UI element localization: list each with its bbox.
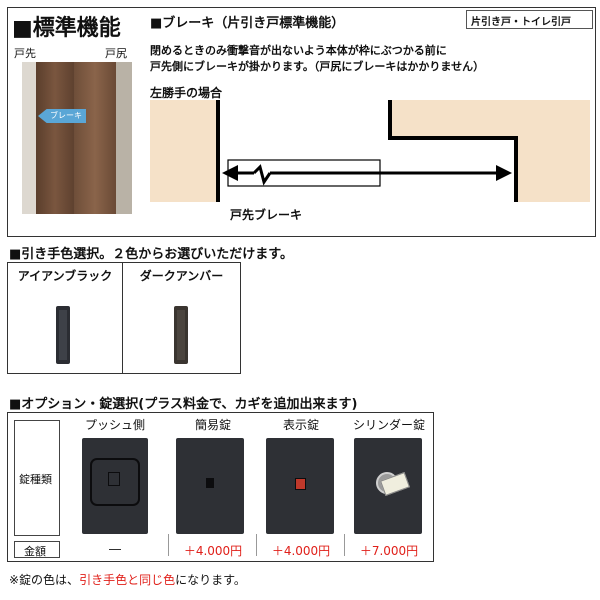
lock-option-push-side[interactable]: プッシュ側 ― xyxy=(70,414,160,560)
lock-option-label: 表示錠 xyxy=(282,418,319,432)
lock-option-label: シリンダー錠 xyxy=(352,418,425,432)
simple-lock-icon xyxy=(176,438,244,534)
handle-option-iron-black[interactable]: アイアンブラック xyxy=(8,263,122,373)
lock-option-cylinder[interactable]: シリンダー錠 ＋7.000円 xyxy=(346,414,432,560)
lock-option-label: 簡易錠 xyxy=(194,418,231,432)
diagram-hand-label: 左勝手の場合 xyxy=(150,86,223,100)
brake-tag-label: ブレーキ xyxy=(50,111,82,120)
handle-option-label: アイアンブラック xyxy=(17,269,113,283)
travel-arrow xyxy=(222,164,512,186)
handle-option-dark-amber[interactable]: ダークアンバー xyxy=(123,263,240,373)
standard-feature-title: ■標準機能 xyxy=(12,16,121,41)
lock-type-row-label: 錠種類 xyxy=(19,473,52,486)
lock-option-indicator[interactable]: 表示錠 ＋4.000円 xyxy=(258,414,344,560)
handle-color-divider xyxy=(122,262,123,374)
door-type-badge: 片引き戸・トイレ引戸 xyxy=(466,10,593,29)
handle-swatch-icon xyxy=(56,306,70,364)
footnote-prefix: ※錠の色は、 xyxy=(9,573,80,587)
brake-diagram xyxy=(150,100,590,202)
brake-tag: ブレーキ xyxy=(38,109,86,123)
left-wall xyxy=(150,100,220,202)
cylinder-lock-icon xyxy=(354,438,422,534)
push-side-icon xyxy=(82,438,148,534)
lock-option-simple[interactable]: 簡易錠 ＋4.000円 xyxy=(170,414,256,560)
column-divider xyxy=(344,534,345,556)
lock-option-price: ＋4.000円 xyxy=(271,544,331,558)
right-wall xyxy=(388,100,590,202)
handle-option-label: ダークアンバー xyxy=(139,269,224,283)
door-tip-label: 戸先 xyxy=(14,47,36,60)
handle-color-heading: ■引き手色選択。２色からお選びいただけます。 xyxy=(9,247,293,262)
brake-heading: ■ブレーキ（片引き戸標準機能） xyxy=(150,16,345,31)
column-divider xyxy=(168,534,169,556)
door-panel-front xyxy=(36,62,74,214)
lock-color-footnote: ※錠の色は、引き手色と同じ色になります。 xyxy=(9,571,246,588)
lock-options-table xyxy=(7,412,434,562)
indicator-lock-icon xyxy=(266,438,334,534)
door-frame xyxy=(116,62,132,214)
footnote-suffix: になります。 xyxy=(175,573,246,587)
price-row-label-box: 金額 xyxy=(14,541,60,558)
lock-option-price: ＋7.000円 xyxy=(359,544,419,558)
handle-color-table xyxy=(7,262,241,374)
brake-description-line-2: 戸先側にブレーキが掛かります。（戸尻にブレーキはかかりません） xyxy=(150,60,485,73)
standard-feature-panel xyxy=(7,7,596,237)
price-row-label: 金額 xyxy=(24,545,46,558)
lock-option-price: ― xyxy=(109,542,121,556)
brake-description-line-1: 閉めるときのみ衝撃音が出ないよう本体が枠にぶつかる前に xyxy=(150,44,447,57)
door-photo: ブレーキ xyxy=(22,62,132,214)
lock-type-row-label-box: 錠種類 xyxy=(14,420,60,536)
door-tip-brake-label: 戸先ブレーキ xyxy=(230,208,303,222)
lock-option-price: ＋4.000円 xyxy=(183,544,243,558)
lock-option-label: プッシュ側 xyxy=(84,418,145,432)
door-type-badge-label: 片引き戸・トイレ引戸 xyxy=(471,17,571,28)
door-panel-back xyxy=(74,62,116,214)
handle-swatch-icon xyxy=(174,306,188,364)
column-divider xyxy=(256,534,257,556)
lock-options-heading: ■オプション・錠選択(プラス料金で、カギを追加出来ます) xyxy=(9,397,358,412)
door-end-label: 戸尻 xyxy=(105,47,127,60)
footnote-highlight: 引き手色と同じ色 xyxy=(79,573,176,587)
